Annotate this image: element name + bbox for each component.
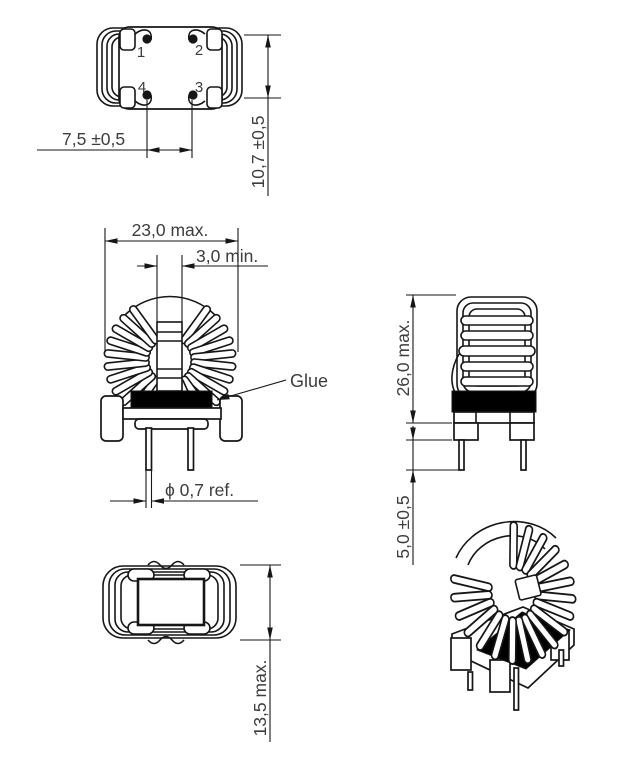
- dim-body-depth-text: 13,5 max.: [250, 660, 270, 737]
- iso-pins: [467, 649, 565, 711]
- pin-label-1: 1: [137, 44, 145, 61]
- pin-label-4: 4: [138, 79, 146, 96]
- front-view: 23,0 max. 3,0 min. Glue ϕ 0,7 ref.: [100, 220, 328, 508]
- iso-center-window: [514, 574, 542, 601]
- front-center-channel: [156, 321, 183, 392]
- side-pin-left: [458, 439, 465, 471]
- top-view: 1 2 4 3 7,5 ±0,5 10,7 ±0,5: [37, 26, 281, 196]
- dim-pin-pitch: 7,5 ±0,5: [37, 100, 193, 158]
- dim-body-depth: 13,5 max.: [240, 564, 281, 742]
- dim-row-pitch: 10,7 ±0,5: [244, 34, 281, 196]
- side-pin-right: [520, 439, 527, 471]
- top-view-body: [118, 26, 223, 110]
- bottom-view-body: [136, 577, 206, 627]
- iso-core-arc-outer: [455, 520, 557, 559]
- dim-row-pitch-text: 10,7 ±0,5: [248, 116, 268, 189]
- front-base: [100, 395, 243, 471]
- glue-label: Glue: [290, 371, 328, 391]
- dim-pin-length-text: 5,0 ±0,5: [393, 495, 413, 558]
- dim-pin-length: 5,0 ±0,5: [393, 426, 462, 565]
- side-base: [453, 411, 535, 471]
- dim-pin-diameter: ϕ 0,7 ref.: [110, 470, 258, 508]
- dim-body-width: 23,0 max.: [104, 220, 239, 352]
- bottom-view: 13,5 max.: [102, 560, 281, 742]
- side-view: 26,0 max. 5,0 ±0,5: [393, 294, 538, 565]
- isometric-view: [449, 520, 577, 711]
- side-glue-strip: [451, 390, 537, 413]
- dim-body-height: 26,0 max.: [393, 294, 456, 424]
- front-pin-left: [145, 427, 153, 471]
- dim-body-height-text: 26,0 max.: [393, 320, 413, 397]
- front-pin-right: [187, 427, 195, 471]
- dim-pin-diameter-text: ϕ 0,7 ref.: [165, 480, 234, 500]
- dim-winding-gap: 3,0 min.: [137, 246, 268, 322]
- pin-label-3: 3: [195, 79, 203, 96]
- dim-pin-pitch-text: 7,5 ±0,5: [62, 129, 125, 149]
- top-view-corner-pads: [119, 28, 223, 109]
- side-winding: [451, 296, 538, 399]
- glue-callout: Glue: [216, 371, 328, 401]
- front-glue-strip: [130, 390, 213, 409]
- top-view-pin-dots: [142, 34, 198, 100]
- dim-winding-gap-text: 3,0 min.: [196, 246, 258, 266]
- pin-label-2: 2: [195, 42, 203, 59]
- dim-body-width-text: 23,0 max.: [132, 220, 209, 240]
